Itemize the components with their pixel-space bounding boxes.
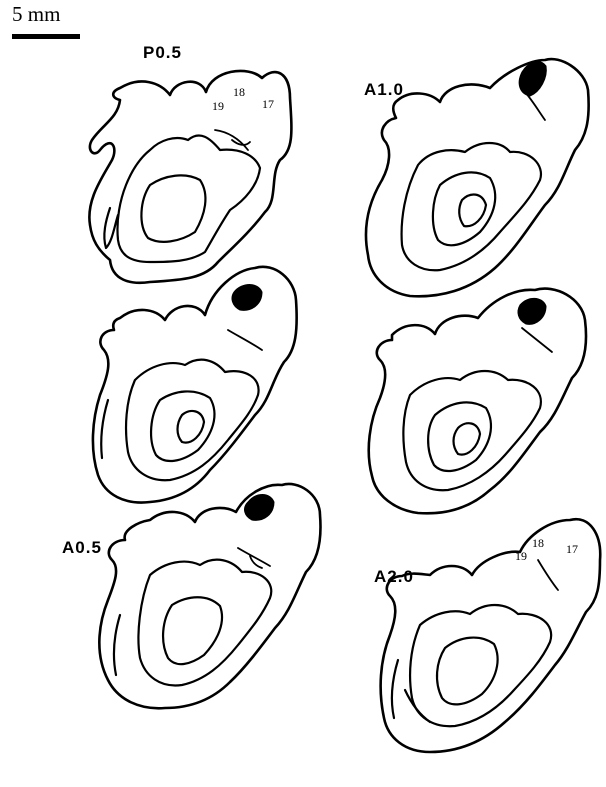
white-matter-outer-mid-right	[403, 371, 541, 490]
lesion-mid-left	[232, 285, 262, 311]
electrode-track-mid-right	[522, 328, 552, 352]
area-label-18: 18	[233, 85, 245, 99]
white-matter-inner-a10	[459, 195, 486, 227]
white-matter-inner-p05	[141, 175, 205, 241]
lesion-a05	[245, 495, 274, 521]
white-matter-inner-mid-left	[178, 411, 205, 443]
cortex-outline-mid-left	[93, 267, 297, 503]
scale-bar: 5 mm	[12, 2, 80, 39]
electrode-track-mid-left	[228, 330, 262, 350]
area-label-18-a20: 18	[532, 536, 544, 550]
electrode-track-a05	[238, 548, 270, 568]
area-label-19: 19	[212, 99, 224, 113]
white-matter-outer-mid-left	[126, 360, 259, 481]
white-matter-outer-a20	[410, 605, 551, 726]
scale-bar-label: 5 mm	[12, 2, 60, 26]
scale-bar-line	[12, 34, 80, 39]
white-matter-mid-mid-left	[151, 391, 214, 461]
section-label-a10: A1.0	[364, 80, 404, 99]
section-a10: A1.0	[364, 59, 589, 296]
lesion-mid-right	[518, 298, 546, 324]
electrode-track-p05	[215, 130, 250, 150]
electrode-track-a10	[525, 92, 545, 120]
cortex-outline-a05	[99, 484, 320, 708]
section-label-p05: P0.5	[143, 43, 182, 62]
area-label-17-a20: 17	[566, 542, 578, 556]
section-mid-right	[369, 289, 586, 514]
white-matter-outer-a05	[138, 560, 271, 686]
sulcus-a05	[114, 615, 120, 675]
section-mid-left	[93, 267, 297, 503]
area-label-19-a20: 19	[515, 549, 527, 563]
lesion-a10	[519, 62, 546, 96]
section-a20: A2.0 19 18 17	[374, 519, 600, 752]
white-matter-inner-a20	[437, 638, 498, 705]
section-a05: A0.5	[62, 484, 320, 708]
section-label-a05: A0.5	[62, 538, 102, 557]
sulcus-p05	[104, 208, 118, 248]
white-matter-inner-a05	[163, 597, 222, 664]
area-label-17: 17	[262, 97, 274, 111]
sulcus-mid-left	[101, 400, 108, 458]
white-matter-outer-a10	[402, 143, 541, 270]
section-p05: P0.5 19 18 17	[89, 43, 291, 283]
white-matter-mid-mid-right	[428, 402, 491, 471]
white-matter-inner-mid-right	[454, 423, 481, 454]
electrode-track-a20	[538, 560, 558, 590]
